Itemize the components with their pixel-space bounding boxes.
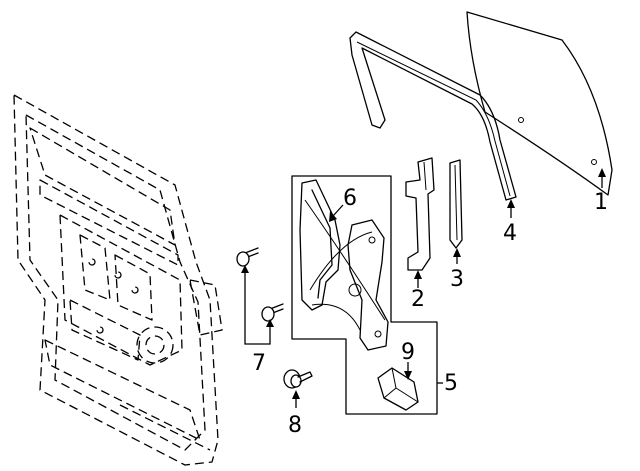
window-regulator: [299, 179, 389, 351]
callout-8: 8: [288, 413, 302, 438]
door-glass: [466, 11, 613, 196]
callout-7: 7: [252, 351, 266, 376]
mounting-bolt: [283, 369, 313, 389]
callout-3: 3: [450, 267, 464, 292]
leader-lines: [241, 168, 606, 408]
glass-run-channel: [349, 31, 517, 201]
bolt-lower: [261, 303, 284, 322]
bolt-upper: [236, 247, 259, 267]
callout-5: 5: [444, 371, 458, 396]
callout-1: 1: [594, 190, 608, 215]
guide-rail: [405, 157, 435, 271]
seal-strip: [449, 159, 463, 249]
door-shell-outline: [13, 94, 223, 466]
regulator-group-box: [291, 175, 438, 415]
callout-6: 6: [343, 186, 357, 211]
callout-4: 4: [503, 221, 517, 246]
callout-2: 2: [411, 287, 425, 312]
regulator-motor: [377, 367, 419, 411]
callout-9: 9: [401, 340, 415, 365]
